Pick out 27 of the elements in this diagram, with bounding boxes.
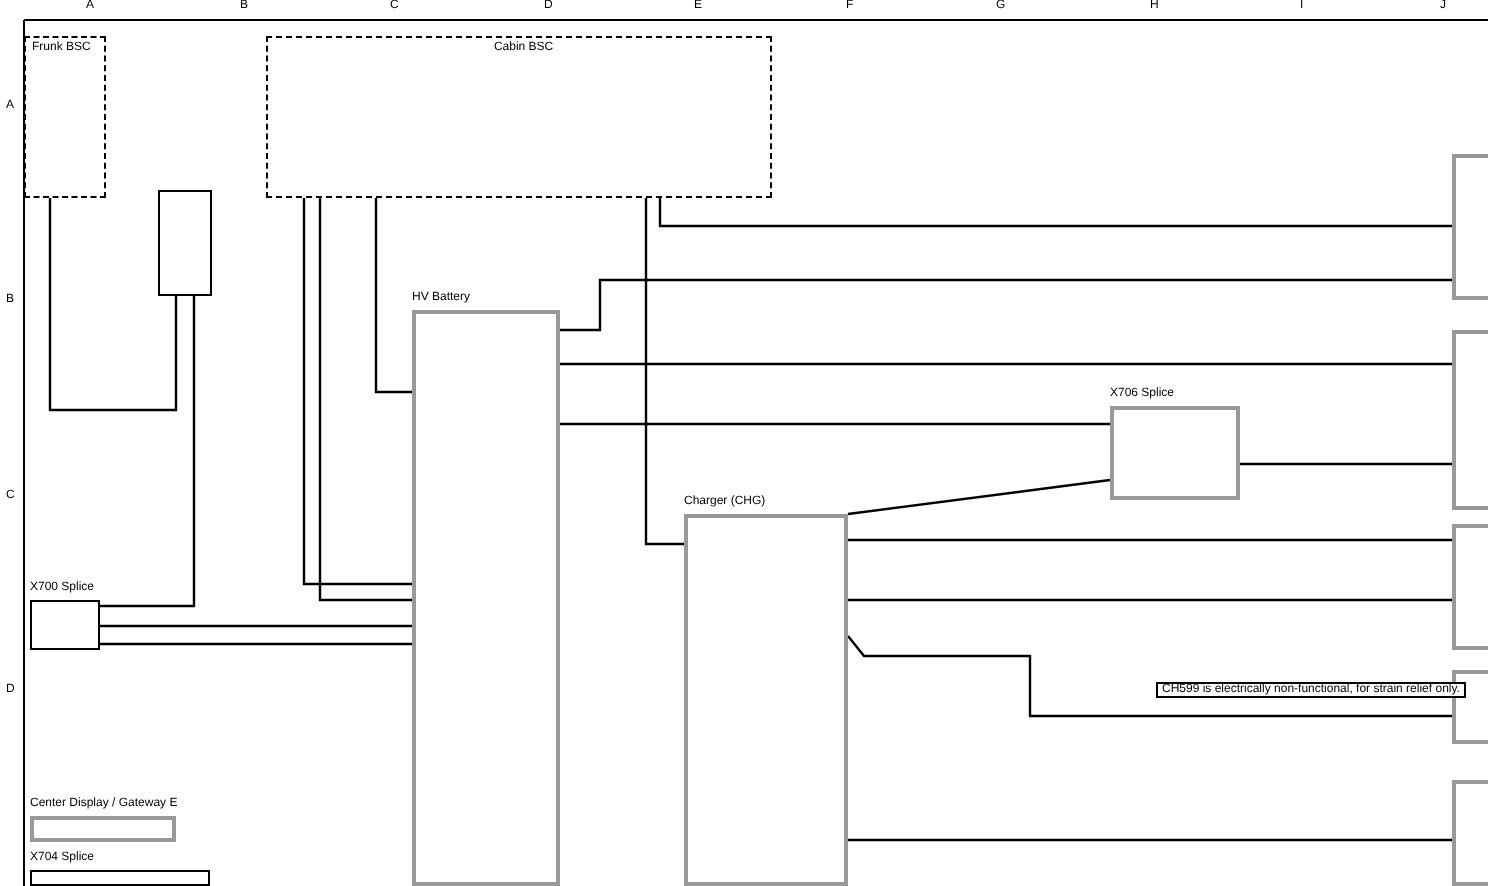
wire	[374, 198, 412, 394]
component-box	[30, 816, 176, 842]
component-box	[1110, 406, 1240, 500]
connector-box	[158, 190, 212, 296]
wire	[318, 198, 412, 602]
wire	[847, 635, 1452, 718]
wire	[848, 538, 1452, 542]
wire	[100, 296, 196, 608]
connector-box	[30, 870, 210, 886]
wire	[847, 478, 1111, 516]
wire	[302, 198, 412, 586]
wire	[560, 422, 1110, 426]
wire	[644, 198, 684, 546]
wire	[1240, 462, 1452, 466]
wire	[100, 642, 412, 646]
wire	[848, 598, 1452, 602]
component-box	[412, 310, 560, 886]
wire	[848, 838, 1452, 842]
wire	[48, 198, 178, 412]
wire	[560, 278, 1452, 332]
component-box	[684, 514, 848, 886]
module-box	[24, 36, 106, 198]
wire	[658, 198, 1452, 228]
wire	[100, 624, 412, 628]
wire	[560, 362, 1452, 366]
module-box	[266, 36, 772, 198]
connector-box	[30, 600, 100, 650]
